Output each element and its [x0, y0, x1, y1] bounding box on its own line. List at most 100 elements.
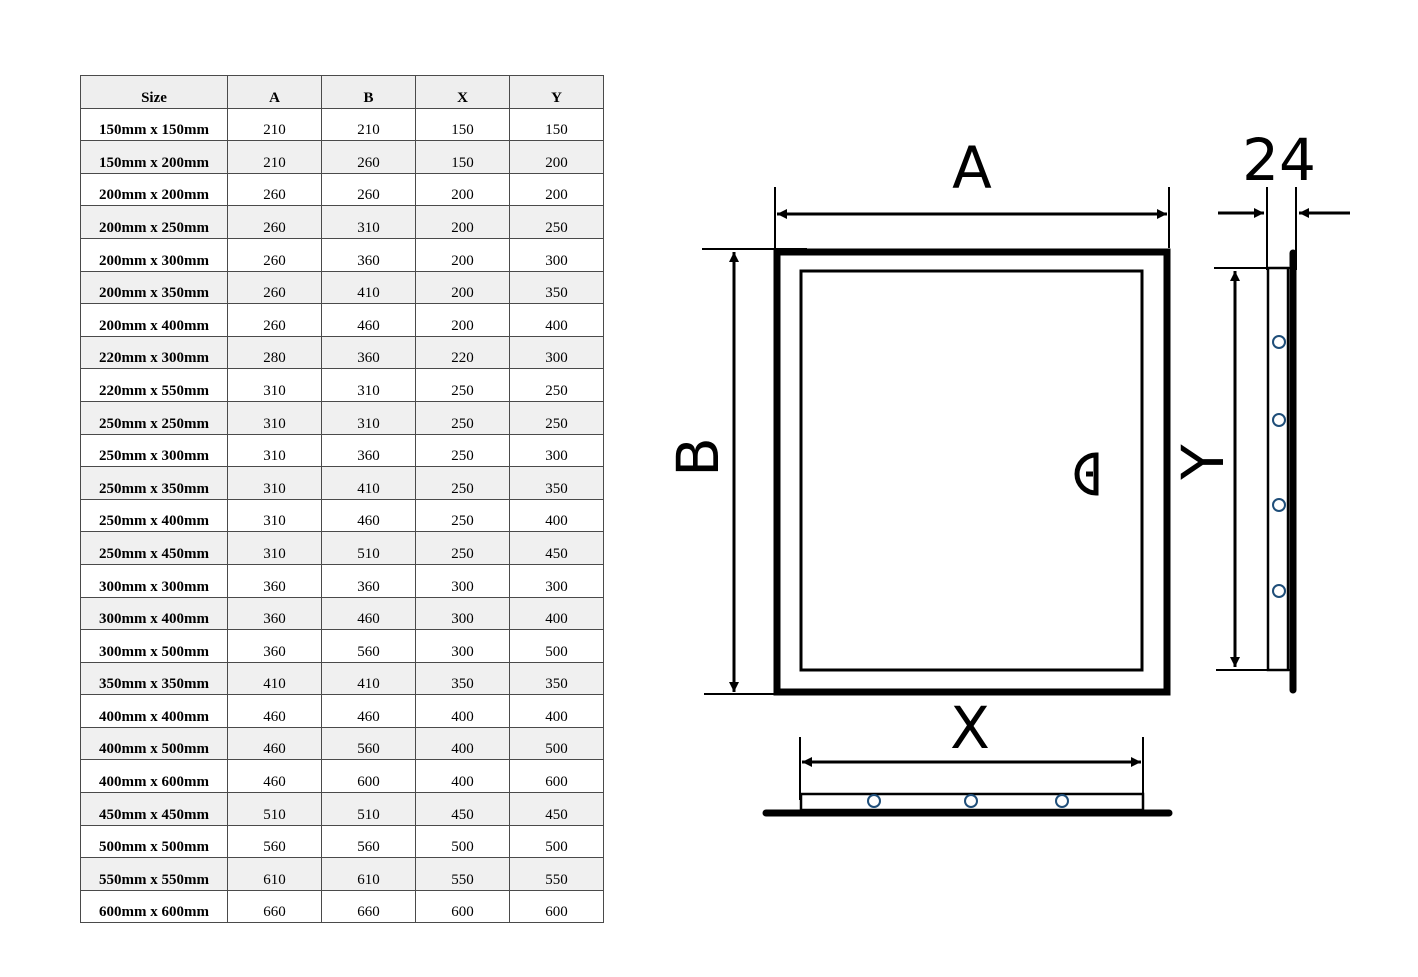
cell-x: 400 [415, 726, 510, 761]
cell-b: 510 [321, 531, 416, 565]
label-depth: 24 [1242, 126, 1316, 194]
cell-size: 550mm x 550mm [80, 857, 228, 891]
cell-b: 560 [321, 629, 416, 663]
label-b: B [664, 437, 732, 477]
cell-size: 300mm x 300mm [80, 563, 228, 598]
cell-a: 310 [227, 368, 322, 402]
cell-y: 450 [509, 792, 604, 826]
cell-y: 400 [509, 498, 604, 533]
cell-size: 500mm x 500mm [80, 824, 228, 859]
inner-door [799, 269, 1144, 672]
cell-a: 310 [227, 400, 322, 435]
cell-b: 360 [321, 563, 416, 598]
cell-x: 350 [415, 661, 510, 696]
cell-size: 200mm x 400mm [80, 303, 228, 337]
header-size: Size [80, 75, 228, 109]
clip-icon [964, 794, 978, 808]
cell-x: 200 [415, 303, 510, 337]
cell-x: 220 [415, 335, 510, 370]
cell-a: 310 [227, 531, 322, 565]
cell-y: 400 [509, 303, 604, 337]
label-x: X [950, 694, 990, 762]
front-view [773, 248, 1171, 696]
cell-a: 310 [227, 498, 322, 533]
cell-a: 310 [227, 433, 322, 468]
cell-b: 360 [321, 335, 416, 370]
handle-icon [1074, 452, 1099, 496]
cell-x: 250 [415, 433, 510, 468]
cell-y: 250 [509, 400, 604, 435]
clip-icon [1272, 413, 1286, 427]
cell-y: 500 [509, 629, 604, 663]
cell-b: 360 [321, 433, 416, 468]
cell-x: 500 [415, 824, 510, 859]
cell-y: 150 [509, 107, 604, 142]
cell-b: 510 [321, 792, 416, 826]
cell-size: 400mm x 400mm [80, 694, 228, 728]
cell-size: 200mm x 250mm [80, 205, 228, 239]
cell-size: 250mm x 350mm [80, 466, 228, 500]
cell-x: 600 [415, 889, 510, 924]
table-header-row: Size A B X Y [80, 75, 604, 109]
cell-y: 200 [509, 172, 604, 207]
cell-size: 150mm x 200mm [80, 140, 228, 174]
cell-b: 460 [321, 498, 416, 533]
cell-b: 260 [321, 172, 416, 207]
label-y: Y [1169, 444, 1237, 481]
cell-b: 560 [321, 824, 416, 859]
outer-frame [773, 248, 1171, 696]
cell-y: 250 [509, 368, 604, 402]
cell-x: 450 [415, 792, 510, 826]
cell-b: 460 [321, 303, 416, 337]
clip-icon [1272, 584, 1286, 598]
cell-x: 250 [415, 498, 510, 533]
cell-size: 150mm x 150mm [80, 107, 228, 142]
cell-y: 600 [509, 889, 604, 924]
cell-a: 360 [227, 596, 322, 631]
cell-x: 200 [415, 172, 510, 207]
cell-size: 250mm x 250mm [80, 400, 228, 435]
cell-size: 600mm x 600mm [80, 889, 228, 924]
cell-a: 210 [227, 107, 322, 142]
cell-b: 410 [321, 661, 416, 696]
cell-y: 300 [509, 433, 604, 468]
cell-b: 310 [321, 400, 416, 435]
cell-x: 400 [415, 694, 510, 728]
cell-y: 400 [509, 694, 604, 728]
cell-y: 400 [509, 596, 604, 631]
dimension-b: B [664, 248, 807, 695]
cell-size: 220mm x 550mm [80, 368, 228, 402]
cell-y: 300 [509, 563, 604, 598]
side-frame-body [1266, 266, 1290, 672]
cell-size: 250mm x 450mm [80, 531, 228, 565]
cell-y: 600 [509, 759, 604, 794]
cell-b: 410 [321, 270, 416, 305]
cell-a: 610 [227, 857, 322, 891]
cell-b: 310 [321, 205, 416, 239]
cell-a: 360 [227, 629, 322, 663]
cell-x: 250 [415, 531, 510, 565]
cell-y: 500 [509, 726, 604, 761]
cell-x: 250 [415, 400, 510, 435]
cell-x: 300 [415, 629, 510, 663]
cell-x: 150 [415, 140, 510, 174]
cell-a: 410 [227, 661, 322, 696]
cell-b: 560 [321, 726, 416, 761]
cell-b: 310 [321, 368, 416, 402]
clip-icon [867, 794, 881, 808]
